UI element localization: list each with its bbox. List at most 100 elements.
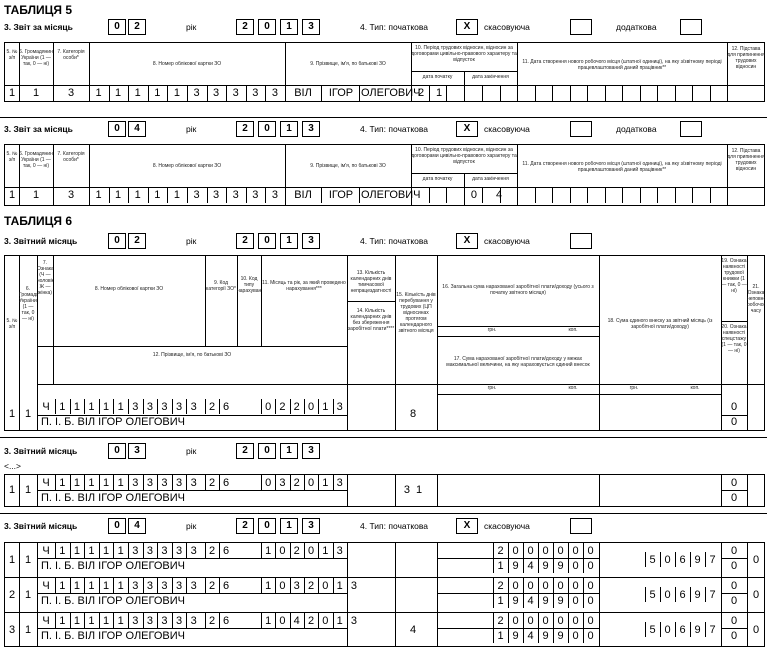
t6-row-sex: Ч — [42, 615, 50, 627]
t6-cell-divider — [523, 578, 524, 593]
t6-row-card-digit: 3 — [146, 615, 153, 627]
t6-cell-divider — [142, 578, 144, 593]
t5b2-year-label: рік — [186, 124, 197, 134]
t6-month-label: 3. Звітний місяць — [4, 236, 78, 246]
t6-cell-divider — [205, 578, 206, 593]
t6-cell-divider — [493, 578, 494, 593]
t5b1-type-label: 4. Тип: початкова — [360, 22, 429, 32]
t6b2-month-digit[interactable]: 3 — [128, 443, 146, 459]
t6-row-c17-digit: 4 — [527, 630, 534, 642]
t6-cell-divider — [568, 613, 569, 628]
t6-row-cat-digit: 6 — [222, 615, 230, 627]
t6-year-digit[interactable]: 3 — [302, 233, 320, 249]
t6-cell-divider — [55, 613, 56, 628]
t5b2-year-digit[interactable]: 3 — [302, 121, 320, 137]
t6-month-digit[interactable]: 0 — [108, 233, 126, 249]
t5b1-additional-box[interactable] — [680, 19, 702, 35]
t5-row-card-digit: 1 — [134, 189, 141, 201]
t6-cell-divider — [69, 475, 71, 490]
t6b2-month-digit[interactable]: 0 — [108, 443, 126, 459]
t6-month-digit[interactable]: 2 — [128, 233, 146, 249]
t6-cell-divider — [157, 475, 159, 490]
t6-row-ym-digit: 2 — [307, 580, 315, 592]
t6-year-digit[interactable]: 2 — [236, 233, 254, 249]
t5b1-year-digit[interactable]: 1 — [280, 19, 298, 35]
t6-row-pib: П. І. Б. ВІЛ ІГОР ОЛЕГОВИЧ — [41, 595, 185, 607]
t6-cell-divider — [84, 399, 86, 414]
table6-title: ТАБЛИЦЯ 6 — [4, 214, 73, 228]
t6-cell-divider — [142, 543, 144, 558]
t5b2-year-digit[interactable]: 1 — [280, 121, 298, 137]
t6b3-cancel-label: скасовуюча — [484, 521, 530, 531]
t6-h-grn3: грн. — [629, 385, 639, 391]
t6b2-year-digit[interactable]: 2 — [236, 443, 254, 459]
t6-row-card-digit: 1 — [88, 401, 95, 413]
t6-cell-divider — [318, 475, 320, 490]
t6-cell-divider — [538, 613, 539, 628]
t6b3-year-digit[interactable]: 1 — [280, 518, 298, 534]
t5b1-cancel-box[interactable] — [570, 19, 592, 35]
t5-h-c10b: дата закінчення — [472, 74, 509, 80]
t6-cell-divider — [332, 399, 334, 414]
t6-cell-divider — [289, 543, 291, 558]
t5-row-start: 2 — [417, 87, 425, 99]
t5-row-card-digit: 1 — [115, 189, 122, 201]
t6-cell-divider — [705, 552, 706, 567]
t6-row-ym-digit: 0 — [322, 615, 329, 627]
t6b3-month-digit[interactable]: 0 — [108, 518, 126, 534]
t5b2-type-initial-box[interactable]: Х — [456, 121, 478, 137]
t5-name-divider — [359, 187, 360, 203]
t6b3-month-digit[interactable]: 4 — [128, 518, 146, 534]
t6-row-cat-digit: 2 — [208, 580, 216, 592]
t5b2-month-digit[interactable]: 0 — [108, 121, 126, 137]
t6b2-year-digit[interactable]: 3 — [302, 443, 320, 459]
t5-newplace-divider — [604, 85, 606, 101]
t5-date-divider — [481, 187, 483, 203]
t5b1-month-digit[interactable]: 0 — [108, 19, 126, 35]
t6-type-initial-box[interactable]: Х — [456, 233, 478, 249]
t5b2-month-digit[interactable]: 4 — [128, 121, 146, 137]
t5b2-year-digit[interactable]: 2 — [236, 121, 254, 137]
t5b2-year-digit[interactable]: 0 — [258, 121, 276, 137]
t5b1-year-digit[interactable]: 3 — [302, 19, 320, 35]
t6-row-card-digit: 3 — [190, 580, 197, 592]
t6-row-card-digit: 1 — [59, 580, 66, 592]
t6b3-year-digit[interactable]: 3 — [302, 518, 320, 534]
t6b3-year-digit[interactable]: 0 — [258, 518, 276, 534]
t6b2-year-digit[interactable]: 0 — [258, 443, 276, 459]
t6-cell-divider — [84, 613, 86, 628]
t5b1-type-initial-box[interactable]: Х — [456, 19, 478, 35]
t5-row-card-digit: 3 — [193, 87, 200, 99]
t5b2-additional-box[interactable] — [680, 121, 702, 137]
t6-year-digit[interactable]: 0 — [258, 233, 276, 249]
t6-row-c17-digit: 9 — [512, 630, 519, 642]
t5b1-year-digit[interactable]: 2 — [236, 19, 254, 35]
t6-year-digit[interactable]: 1 — [280, 233, 298, 249]
t6-row-c18-digit: 9 — [694, 554, 701, 566]
t6b2-year-digit[interactable]: 1 — [280, 443, 298, 459]
t6-row-card-digit: 1 — [117, 545, 124, 557]
t5b1-month-digit[interactable]: 2 — [128, 19, 146, 35]
t6-row-card-digit: 3 — [146, 477, 153, 489]
t6-row-card-digit: 1 — [117, 401, 124, 413]
t6b3-type-initial-box[interactable]: Х — [456, 518, 478, 534]
t6-cell-divider — [289, 613, 291, 628]
t6-cell-divider — [675, 552, 676, 567]
t6-row-c16-digit: 0 — [527, 615, 534, 627]
t6-split-line — [721, 558, 747, 559]
t6-cell-divider — [332, 613, 334, 628]
t6-cancel-box[interactable] — [570, 233, 592, 249]
t5-newplace-divider — [569, 85, 571, 101]
t5b1-year-label: рік — [186, 22, 197, 32]
t5b2-cancel-box[interactable] — [570, 121, 592, 137]
t6-cell-divider — [157, 578, 159, 593]
t6-row-c17-digit: 9 — [542, 560, 549, 572]
t6b3-year-digit[interactable]: 2 — [236, 518, 254, 534]
t6b3-cancel-box[interactable] — [570, 518, 592, 534]
t5b1-year-digit[interactable]: 0 — [258, 19, 276, 35]
t6-cell-divider — [705, 587, 706, 602]
t6-cell-divider — [113, 399, 115, 414]
t6-cell-divider — [69, 613, 71, 628]
t6-type-label: 4. Тип: початкова — [360, 236, 429, 246]
t6-row-card-digit: 1 — [88, 545, 95, 557]
